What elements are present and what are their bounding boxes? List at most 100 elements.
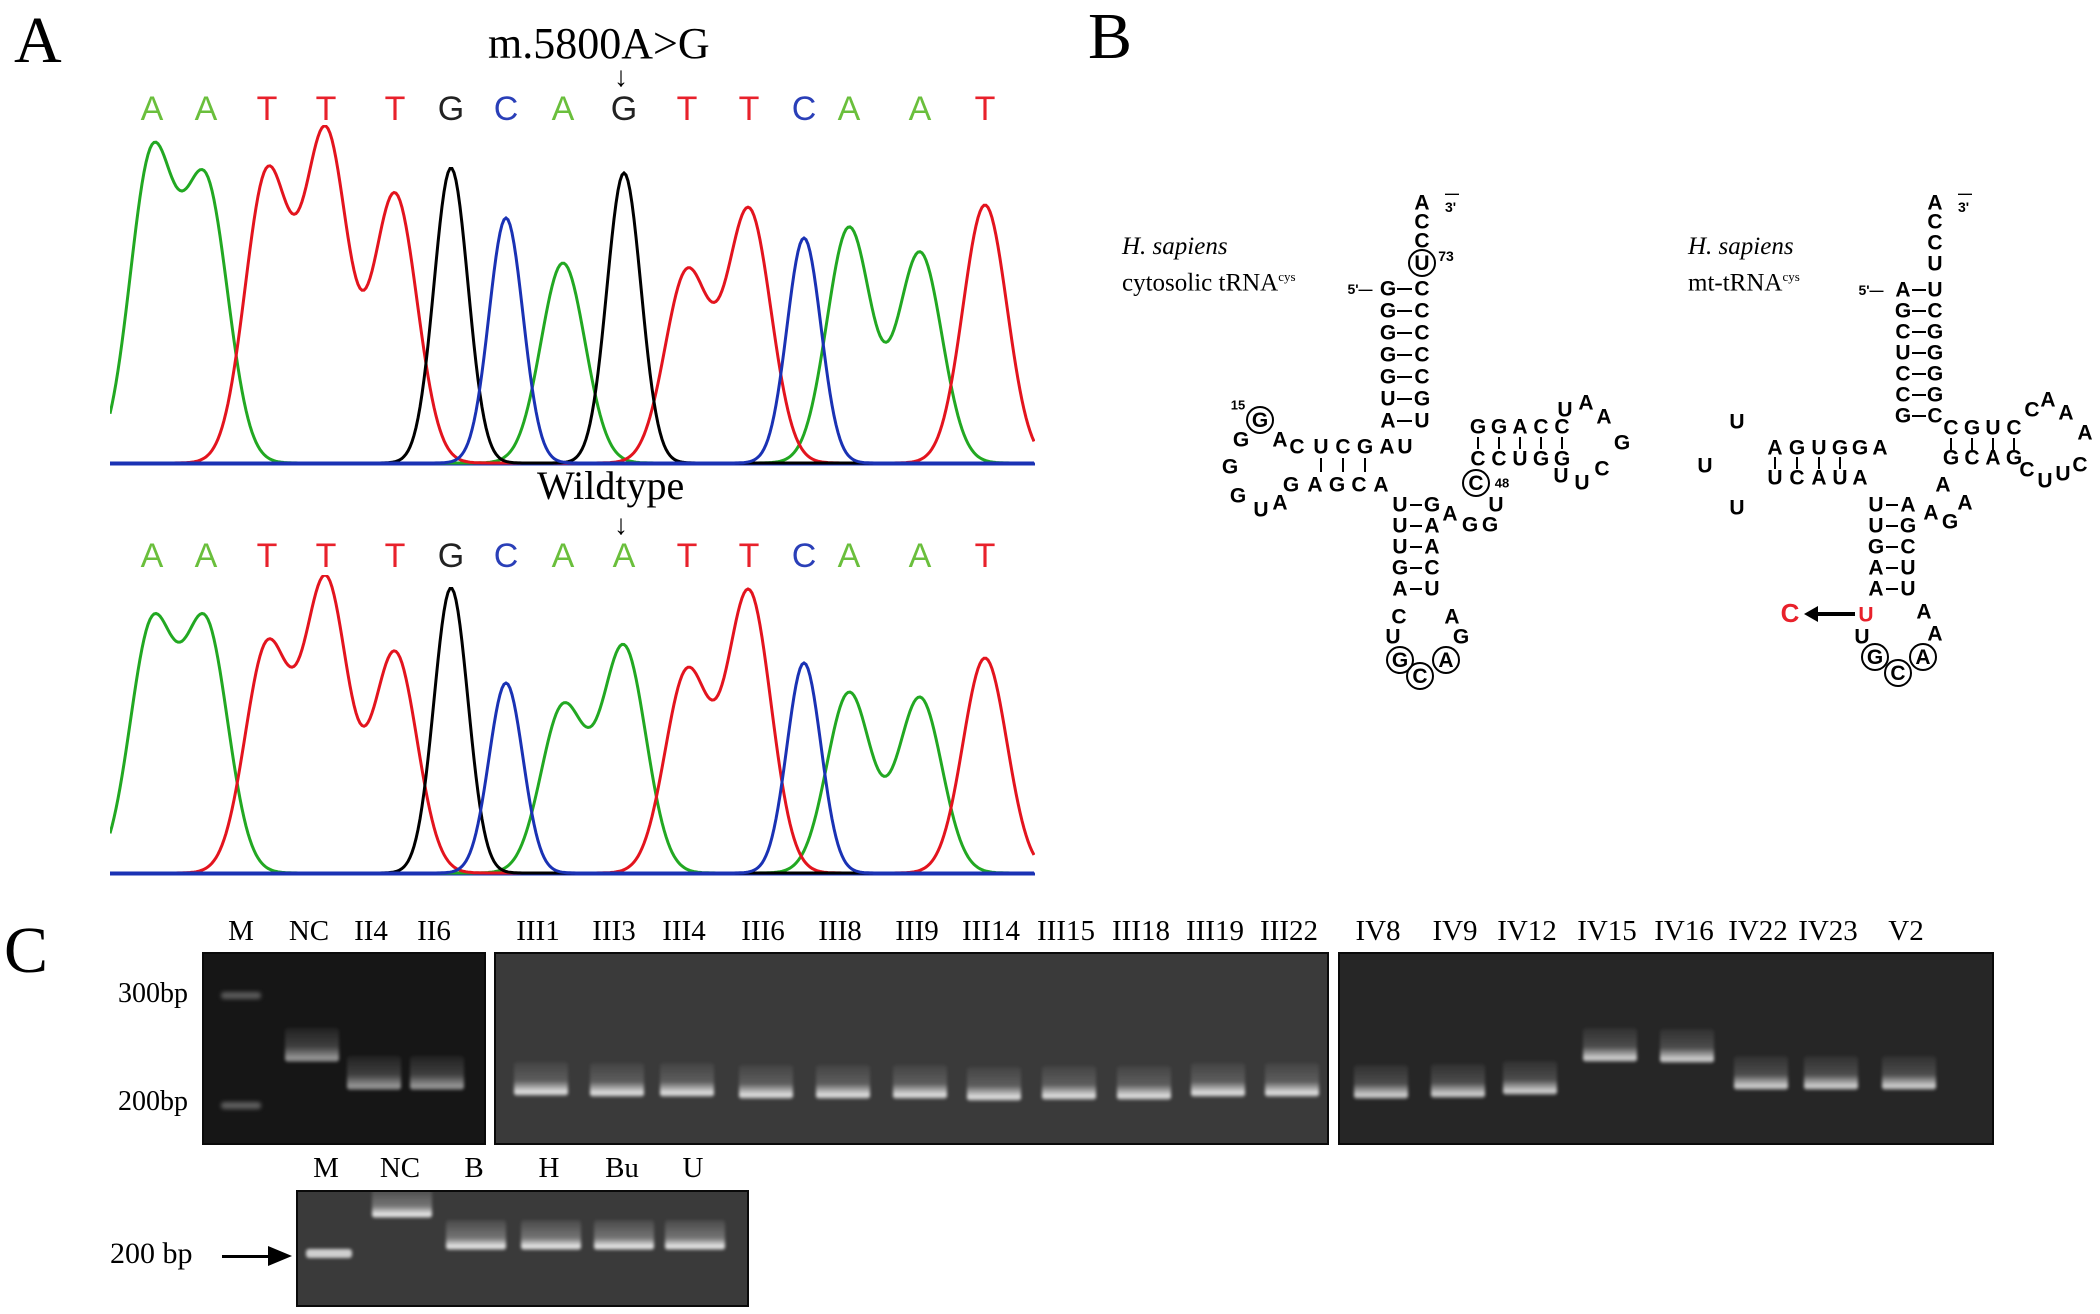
nucleotide: A xyxy=(1872,436,1888,460)
nucleotide: G xyxy=(1926,362,1944,386)
lane-label: IV23 xyxy=(1798,915,1858,947)
nucleotide: C xyxy=(1462,469,1490,497)
nucleotide: G xyxy=(1899,514,1917,538)
base-pair-bond xyxy=(1912,373,1926,375)
base-pair-bond xyxy=(1540,437,1542,449)
nucleotide: U xyxy=(1900,577,1916,601)
lane-label: NC xyxy=(379,1152,421,1184)
base-t: T xyxy=(974,537,996,575)
nucleotide: C xyxy=(2006,416,2022,440)
nucleotide: C xyxy=(1424,556,1440,580)
dna-band xyxy=(372,1192,432,1218)
nucleotide: A xyxy=(1414,191,1430,215)
lane-label: IV16 xyxy=(1654,915,1714,947)
lane-label: III1 xyxy=(516,915,560,947)
dna-band xyxy=(816,1065,870,1099)
nucleotide: A xyxy=(1868,577,1884,601)
lane-label: B xyxy=(464,1152,484,1184)
nucleotide: U xyxy=(1392,535,1408,559)
nucleotide: U xyxy=(1729,496,1745,520)
size-marker-arrowhead-icon xyxy=(268,1246,292,1266)
base-pair-bond xyxy=(1912,331,1926,333)
nucleotide: G xyxy=(1788,436,1806,460)
nucleotide: C xyxy=(1406,662,1434,690)
nucleotide: U xyxy=(1392,514,1408,538)
base-pair-bond xyxy=(1886,504,1898,506)
lane-label: III9 xyxy=(895,915,939,947)
mito-species: H. sapiens xyxy=(1688,233,1794,260)
nucleotide: C xyxy=(1927,299,1943,323)
base-t: T xyxy=(738,537,760,575)
base-c: C xyxy=(493,90,519,128)
nucleotide: U xyxy=(1408,249,1436,277)
nucleotide: G xyxy=(1861,643,1889,671)
nucleotide: A xyxy=(1927,622,1943,646)
substituted-base: C xyxy=(1780,598,1800,628)
nucleotide: C xyxy=(1533,415,1549,439)
dna-band xyxy=(1804,1056,1858,1090)
nucleotide: G xyxy=(1386,646,1414,674)
dna-band xyxy=(1117,1066,1171,1100)
nucleotide: C xyxy=(1391,605,1407,629)
nucleotide: A xyxy=(1811,466,1827,490)
nucleotide: A xyxy=(1380,409,1396,433)
lane-label: III8 xyxy=(818,915,862,947)
nucleotide: C xyxy=(1351,473,1367,497)
base-pair-bond xyxy=(1397,288,1412,290)
nucleotide: U xyxy=(1392,493,1408,517)
nucleotide: U xyxy=(1729,410,1745,434)
base-a: A xyxy=(551,537,575,575)
lane-label: II6 xyxy=(417,915,451,947)
base-pair-bond xyxy=(1912,352,1926,354)
nucleotide: C xyxy=(1289,435,1305,459)
nucleotide: U xyxy=(1553,464,1569,488)
nucleotide: C xyxy=(1414,210,1430,234)
nucleotide: G xyxy=(1490,415,1508,439)
dna-band xyxy=(410,1056,464,1090)
base-a: A xyxy=(194,537,218,575)
trace-c xyxy=(110,661,1034,875)
lane-label: III19 xyxy=(1186,915,1244,947)
nucleotide: U xyxy=(1557,398,1573,422)
nucleotide: A xyxy=(2077,421,2093,445)
nucleotide: G xyxy=(1379,277,1397,301)
dna-band xyxy=(347,1056,401,1090)
base-a: A xyxy=(908,90,932,128)
nucleotide: A xyxy=(1935,473,1951,497)
nucleotide: C xyxy=(1414,321,1430,345)
cytosolic-trna-caption: H. sapiens cytosolic tRNAcys xyxy=(1122,232,1296,298)
base-pair-bond xyxy=(1839,457,1841,469)
nucleotide: U xyxy=(1414,409,1430,433)
nucleotide: A xyxy=(1578,391,1594,415)
nucleotide: U xyxy=(1927,252,1943,276)
nucleotide: U xyxy=(1512,447,1528,471)
nucleotide: G xyxy=(1926,341,1944,365)
nucleotide: U xyxy=(1253,498,1269,522)
nucleotide: U xyxy=(1854,625,1870,649)
lane-label: NC xyxy=(288,915,330,947)
gel-panel-bottom xyxy=(296,1190,749,1307)
nucleotide: C xyxy=(2024,398,2040,422)
nucleotide: G xyxy=(1613,431,1631,455)
nucleotide: A xyxy=(1900,493,1916,517)
nucleotide: U xyxy=(1868,493,1884,517)
nucleotide: 73 xyxy=(1438,248,1454,264)
base-pair-bond xyxy=(1397,310,1412,312)
base-pair-bond xyxy=(1410,567,1422,569)
base-t: T xyxy=(676,537,698,575)
wildtype-title: Wildtype xyxy=(537,463,685,508)
dna-band xyxy=(1583,1028,1637,1062)
nucleotide: C xyxy=(1554,415,1570,439)
base-a: A xyxy=(837,90,861,128)
nucleotide: A xyxy=(1424,514,1440,538)
nucleotide: G xyxy=(1229,484,1247,508)
lane-label: III18 xyxy=(1112,915,1170,947)
gel-panel-2 xyxy=(494,952,1329,1145)
base-pair-bond xyxy=(1498,437,1500,449)
nucleotide: A xyxy=(1957,491,1973,515)
nucleotide: G xyxy=(1221,455,1239,479)
lane-label: IV22 xyxy=(1728,915,1788,947)
lane-label: H xyxy=(538,1152,560,1184)
panel-b-label: B xyxy=(1088,0,1133,73)
